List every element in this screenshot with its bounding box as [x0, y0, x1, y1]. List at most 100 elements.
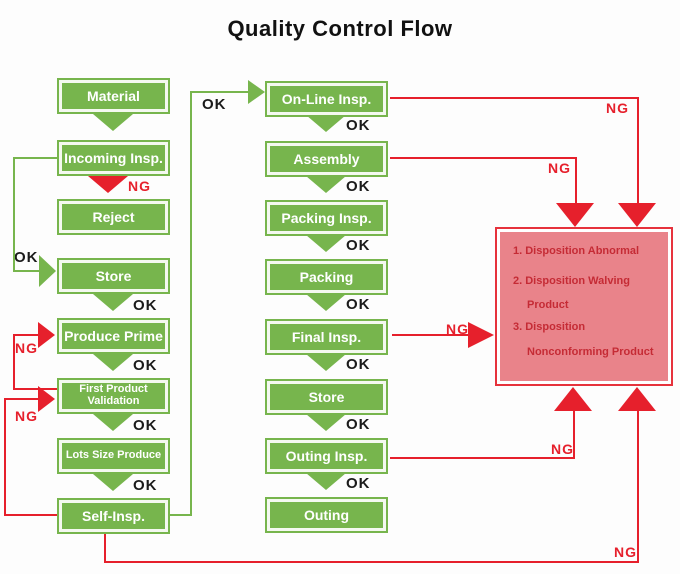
- flow-box-label: Incoming Insp.: [64, 149, 163, 166]
- connector-line: [573, 410, 575, 459]
- arrow-down-store-to-produce-icon: [93, 294, 133, 311]
- ok-label: OK: [133, 357, 158, 374]
- flow-box-material: Material: [57, 78, 170, 114]
- flow-box-label: Lots Size Produce: [65, 449, 162, 462]
- ng-label: NG: [606, 100, 629, 116]
- disposition-box: 1. Disposition Abnormal 2. Disposition W…: [495, 227, 673, 386]
- connector-line: [13, 157, 15, 271]
- flow-box-label: Store: [308, 388, 345, 405]
- connector-line: [13, 270, 40, 272]
- flow-box-produce-prime: Produce Prime: [57, 318, 170, 354]
- connector-line: [575, 157, 577, 205]
- ng-label: NG: [446, 321, 469, 337]
- disposition-item-2-cont: Product: [527, 299, 569, 311]
- ok-label: OK: [346, 475, 371, 492]
- page-title: Quality Control Flow: [227, 16, 453, 41]
- arrow-up-ng-into-disposition-icon: [618, 387, 656, 411]
- flow-box-label: Produce Prime: [64, 327, 163, 344]
- arrow-down-validation-to-lots-icon: [93, 414, 133, 431]
- arrow-down-ng-incoming-to-reject-icon: [88, 176, 128, 193]
- ng-label: NG: [548, 160, 571, 176]
- connector-line: [4, 514, 57, 516]
- ng-label: NG: [15, 408, 38, 424]
- ok-label: OK: [202, 96, 227, 113]
- flow-box-label: Packing: [299, 268, 354, 285]
- connector-line: [392, 334, 470, 336]
- flow-box-packing-insp: Packing Insp.: [265, 200, 388, 236]
- ng-label: NG: [551, 441, 574, 457]
- flow-box-label: Packing Insp.: [281, 209, 372, 226]
- arrow-right-ng-into-validation-icon: [38, 386, 55, 412]
- connector-line: [4, 398, 6, 516]
- arrow-down-packinginsp-to-packing-icon: [306, 235, 346, 252]
- flow-box-label: Self-Insp.: [81, 507, 145, 524]
- flow-box-label: Outing Insp.: [285, 447, 368, 464]
- flow-box-online-insp: On-Line Insp.: [265, 81, 388, 117]
- arrow-right-ok-into-store-icon: [39, 255, 56, 287]
- ok-label: OK: [133, 417, 158, 434]
- arrow-down-finalinsp-to-store-icon: [306, 354, 346, 371]
- flow-box-store-left: Store: [57, 258, 170, 294]
- arrow-down-online-to-assembly-icon: [306, 115, 346, 132]
- flow-box-packing: Packing: [265, 259, 388, 295]
- flow-box-label: Store: [95, 267, 132, 284]
- flow-box-label: First Product Validation: [79, 383, 148, 407]
- ok-label: OK: [133, 477, 158, 494]
- ok-label: OK: [346, 237, 371, 254]
- flow-box-label: Material: [87, 87, 140, 104]
- connector-line: [637, 97, 639, 206]
- arrow-down-assembly-to-packinginsp-icon: [306, 176, 346, 193]
- flow-box-store-mid: Store: [265, 379, 388, 415]
- ng-label: NG: [614, 544, 637, 560]
- ng-label: NG: [15, 340, 38, 356]
- ok-label: OK: [346, 416, 371, 433]
- arrow-up-ng-into-disposition-icon: [554, 387, 592, 411]
- arrow-right-ng-into-produce-prime-icon: [38, 322, 55, 348]
- flow-box-label: Reject: [92, 208, 135, 225]
- arrow-down-outinginsp-to-outing-icon: [306, 473, 346, 490]
- connector-line: [104, 534, 106, 563]
- arrow-down-ng-into-disposition-icon: [556, 203, 594, 227]
- ok-label: OK: [346, 356, 371, 373]
- flow-box-first-product-validation: First Product Validation: [57, 378, 170, 414]
- flow-box-outing-insp: Outing Insp.: [265, 438, 388, 474]
- ng-label: NG: [128, 178, 151, 194]
- arrow-right-ng-into-disposition-icon: [468, 322, 494, 348]
- disposition-item-2: 2. Disposition Walving: [513, 275, 630, 287]
- flow-box-label: Final Insp.: [291, 328, 362, 345]
- flow-box-assembly: Assembly: [265, 141, 388, 177]
- connector-line: [190, 91, 192, 516]
- arrow-down-ng-into-disposition-icon: [618, 203, 656, 227]
- connector-line: [4, 398, 38, 400]
- disposition-item-1: 1. Disposition Abnormal: [513, 245, 640, 257]
- connector-line: [190, 91, 250, 93]
- arrow-down-material-to-incoming-icon: [93, 114, 133, 131]
- flow-box-self-insp: Self-Insp.: [57, 498, 170, 534]
- flow-box-outing: Outing: [265, 497, 388, 533]
- connector-line: [637, 410, 639, 563]
- connector-line: [390, 157, 577, 159]
- arrow-down-store-to-outinginsp-icon: [306, 414, 346, 431]
- connector-line: [13, 334, 40, 336]
- flow-box-final-insp: Final Insp.: [265, 319, 388, 355]
- flow-box-lots-size-produce: Lots Size Produce: [57, 438, 170, 474]
- arrow-down-lots-to-selfinsp-icon: [93, 474, 133, 491]
- flow-box-incoming-insp: Incoming Insp.: [57, 140, 170, 176]
- connector-line: [13, 334, 15, 390]
- flow-box-reject: Reject: [57, 199, 170, 235]
- connector-line: [104, 561, 639, 563]
- flow-box-label: Assembly: [293, 150, 360, 167]
- ok-label: OK: [346, 178, 371, 195]
- connector-line: [390, 97, 639, 99]
- ok-label: OK: [133, 297, 158, 314]
- connector-line: [390, 457, 575, 459]
- connector-line: [13, 388, 57, 390]
- ok-label: OK: [346, 296, 371, 313]
- connector-line: [170, 514, 192, 516]
- flow-box-label: Outing: [303, 506, 350, 523]
- disposition-item-3-cont: Nonconforming Product: [527, 346, 654, 358]
- disposition-item-3: 3. Disposition: [513, 321, 586, 333]
- ok-label: OK: [14, 249, 39, 266]
- arrow-down-packing-to-finalinsp-icon: [306, 294, 346, 311]
